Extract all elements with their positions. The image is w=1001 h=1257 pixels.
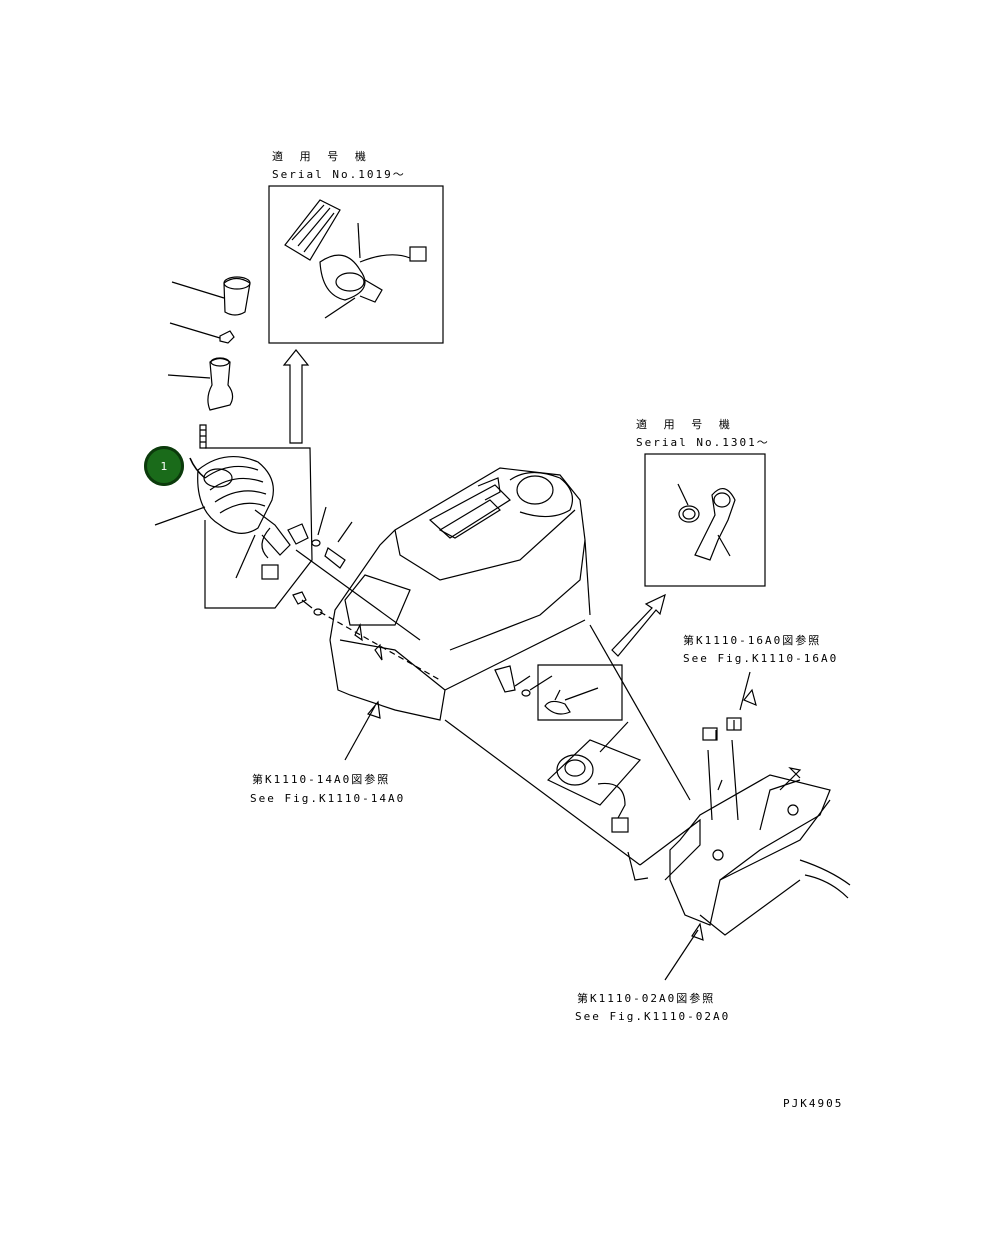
ref-14a0-jp: 第K1110-14A0図参照 — [252, 773, 391, 786]
ref-02a0-jp: 第K1110-02A0図参照 — [577, 992, 716, 1005]
exploded-knob-parts — [167, 276, 251, 449]
ref-02a0-en: See Fig.K1110-02A0 — [575, 1010, 731, 1023]
ref-14a0-en: See Fig.K1110-14A0 — [250, 792, 406, 805]
arrow-to-top-inset — [282, 349, 310, 444]
part-callout-1[interactable]: 1 — [144, 446, 184, 486]
inset-top-applicable-label: 適 用 号 機 — [272, 150, 371, 163]
console-body — [329, 467, 591, 761]
inset-box-right — [644, 453, 766, 587]
inset-right-serial-label: Serial No.1301～ — [636, 436, 770, 449]
inset-right-applicable-label: 適 用 号 機 — [636, 418, 735, 431]
ref-16a0-en: See Fig.K1110-16A0 — [683, 652, 839, 665]
frame-bracket — [444, 624, 701, 881]
inset-box-top — [268, 185, 444, 344]
lower-right-assembly — [494, 664, 851, 981]
callout-number: 1 — [160, 459, 168, 473]
arrow-to-right-inset — [611, 593, 666, 657]
ref-leaders — [554, 689, 561, 701]
drawing-code: PJK4905 — [783, 1097, 844, 1110]
ref-16a0-jp: 第K1110-16A0図参照 — [683, 634, 822, 647]
inset-top-serial-label: Serial No.1019～ — [272, 168, 406, 181]
joystick-lever-assembly — [154, 447, 441, 681]
